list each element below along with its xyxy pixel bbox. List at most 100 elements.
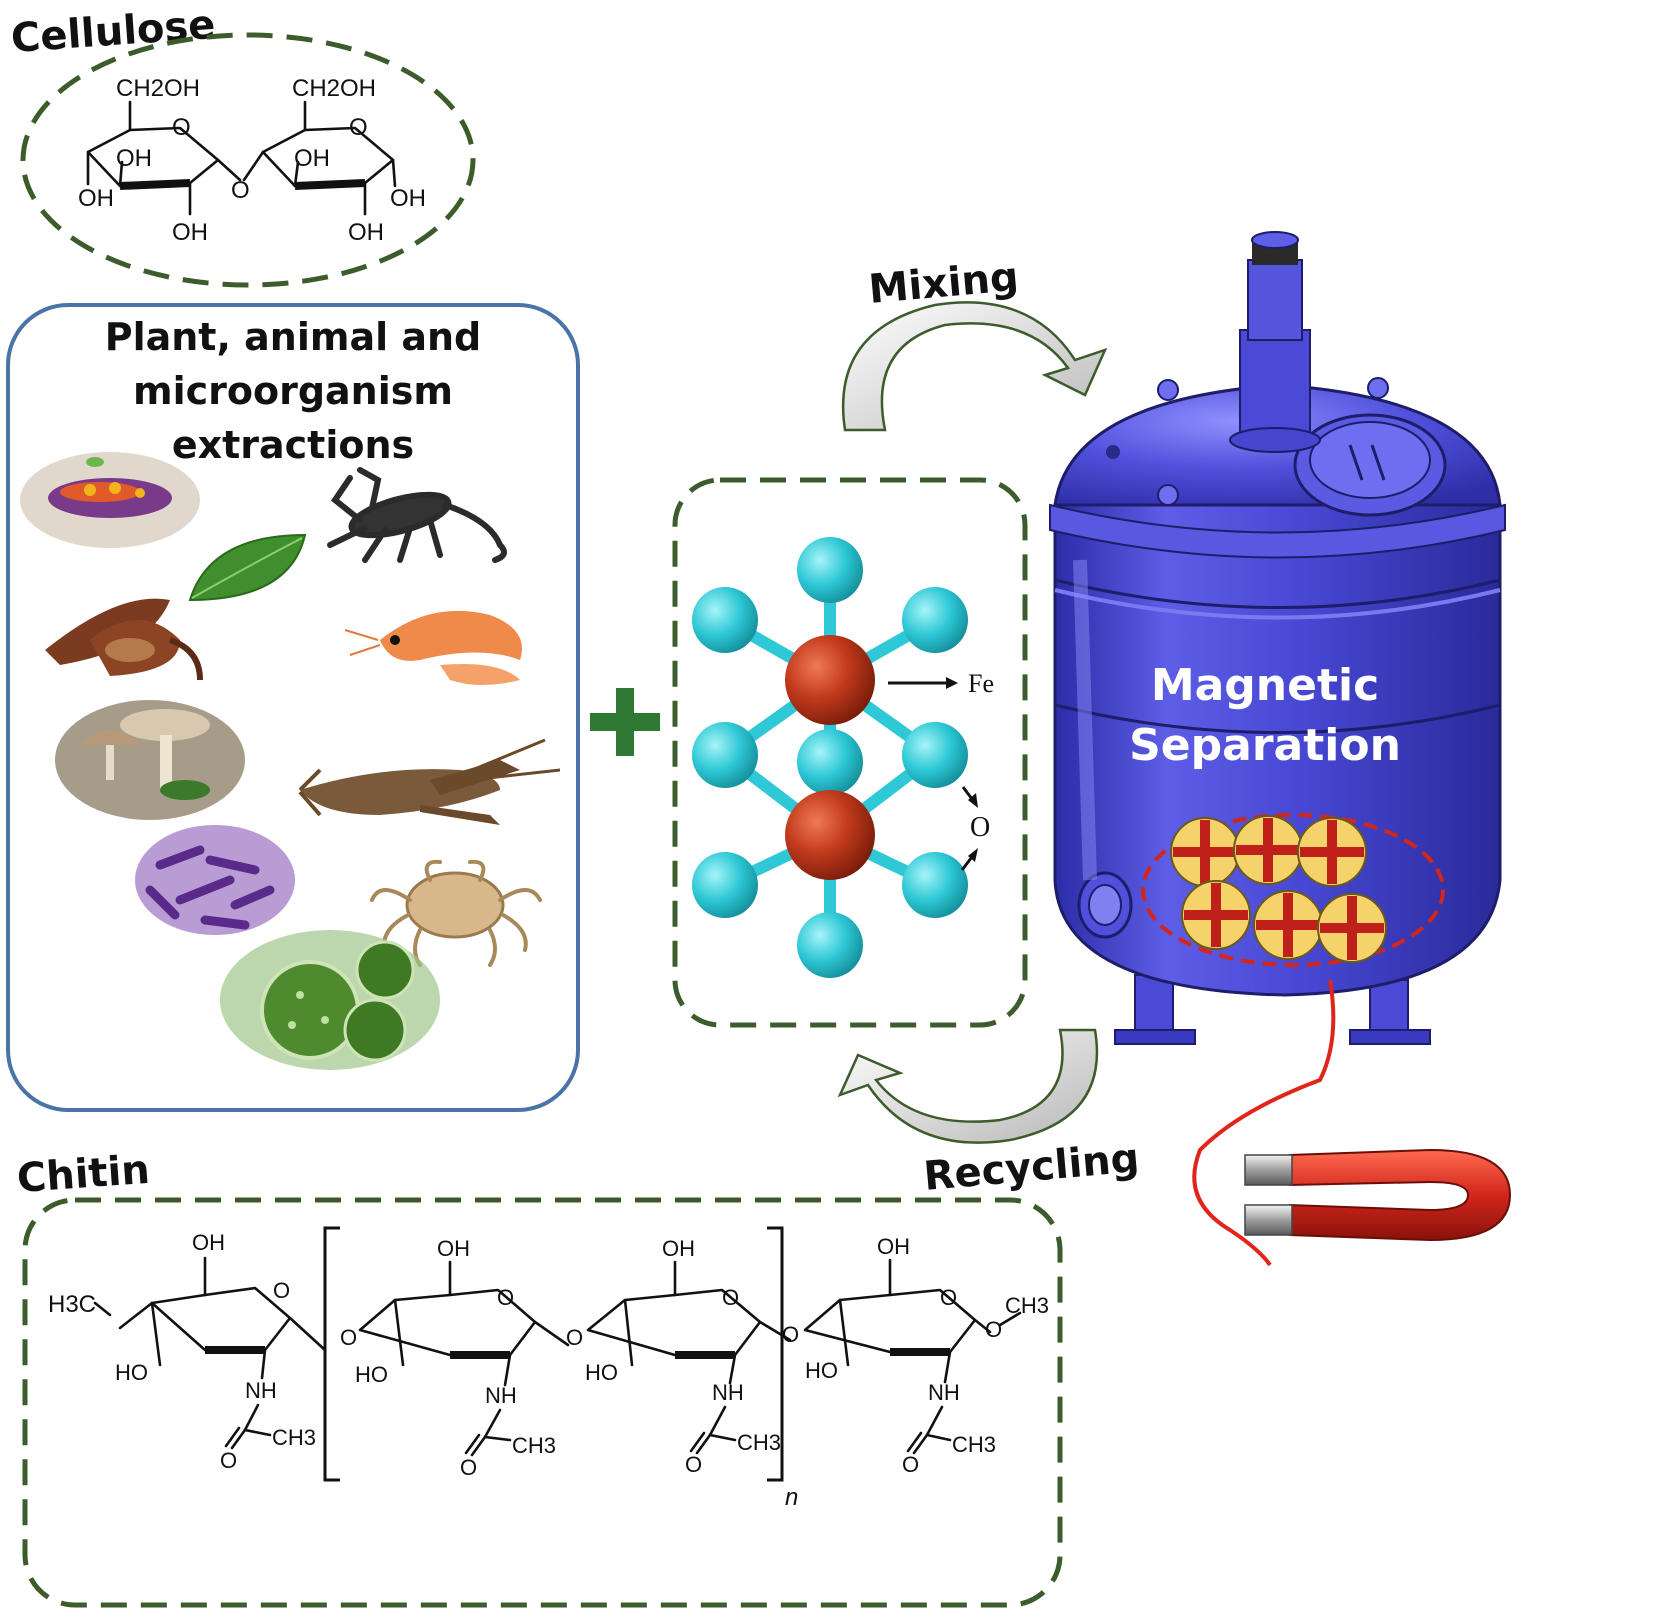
cellulose-ring-o-left: O [172,114,191,141]
oxygen-atom [902,587,968,653]
chitin-ho: HO [115,1360,148,1385]
oxygen-atom [797,912,863,978]
chitin-unit: OH O HO NH O CH3 O CH3 [803,1234,1049,1477]
bacteria-image [135,825,295,935]
cellulose-oh-right-side: OH [390,185,426,212]
mixing-arrow [841,301,1108,432]
chitin-nh: NH [712,1380,744,1405]
cellulose-ch2oh-left: CH2OH [116,75,200,102]
algae-image [220,930,440,1070]
magnet-wire [1192,979,1336,1267]
chitin-ring-o: O [497,1285,514,1310]
iron-atom [785,790,875,880]
chitin-oh: OH [192,1230,225,1255]
chitin-carbonyl-o: O [220,1448,237,1473]
cellulose-title: Cellulose [9,2,216,62]
crayfish-image [298,738,561,825]
chitin-nh: NH [485,1383,517,1408]
chitin-ring-o: O [273,1278,290,1303]
cellulose-dashed-ellipse [20,32,476,288]
iron-atom [785,635,875,725]
chitin-ch3: CH3 [952,1432,996,1457]
sources-title-line2: microorganism [133,369,453,413]
magnetic-particle-cluster [1141,813,1445,967]
chitin-carbonyl-o: O [902,1452,919,1477]
reactor-label-line2: Separation [1129,720,1401,771]
chitin-unit: OH O HO NH O CH3 [355,1236,570,1480]
chitin-linking-o: O [340,1325,357,1350]
cellulose-section: Cellulose CH2OH CH2OH O O OH OH [9,2,476,288]
particle [1317,893,1387,963]
chitin-unit: OH O HO NH O CH3 [115,1230,327,1473]
reactor-label-line1: Magnetic [1151,660,1379,711]
plus-sign [590,688,660,756]
sources-panel: Plant, animal and microorganism extracti… [6,303,580,1112]
reactor-tank [1049,231,1506,1045]
chitin-unit: OH O HO NH O CH3 [585,1236,792,1477]
chitin-dashed-box [22,1197,1063,1608]
chitin-oh: OH [662,1236,695,1261]
chitin-oh: OH [437,1236,470,1261]
particle [1181,880,1251,950]
sea-slug-image [20,452,200,548]
sources-title-line1: Plant, animal and [105,315,482,359]
chitin-section: Chitin n H3C OH O HO NH O CH3 [15,1147,1063,1608]
cellulose-oh-left-top: OH [116,145,152,172]
chitin-nh: NH [928,1380,960,1405]
oxygen-atom [797,537,863,603]
fe3o4-atoms [692,537,968,978]
particle [1233,815,1303,885]
recycling-arrow [837,1028,1099,1144]
oxygen-atom [692,852,758,918]
oxygen-atom [902,722,968,788]
chitin-ch3-end: CH3 [1005,1293,1049,1318]
chitin-ho: HO [355,1362,388,1387]
o-label: O [970,812,990,843]
oxygen-atom [692,722,758,788]
mushroom-image [55,700,245,820]
cellulose-oh-right-top: OH [294,145,330,172]
chitin-title: Chitin [15,1147,151,1202]
crab-image [370,859,542,967]
chitin-ring-o: O [940,1285,957,1310]
particle [1297,817,1367,887]
chitin-nh: NH [245,1378,277,1403]
chitin-ho: HO [805,1358,838,1383]
leaf-image [188,533,307,602]
cellulose-structure: CH2OH CH2OH O O OH OH OH O OH OH OH [78,75,426,246]
fe3o4-annotations [888,677,978,871]
particle-cluster-outline [1141,813,1445,967]
chitin-ho: HO [585,1360,618,1385]
cellulose-ch2oh-right: CH2OH [292,75,376,102]
seed-pod-image [45,598,203,681]
chitin-h3c: H3C [48,1291,96,1318]
cellulose-oh-right-bottom: OH [348,219,384,246]
cellulose-o-bridge: O [231,177,250,204]
chitin-ether-o: O [985,1317,1002,1342]
chitin-ring-o: O [722,1285,739,1310]
oxygen-atom [692,587,758,653]
chitin-carbonyl-o: O [460,1455,477,1480]
shrimp-image [344,610,522,685]
cellulose-oh-left-bottom: OH [172,219,208,246]
fe3o4-section: Fe O [672,477,1028,1028]
horseshoe-magnet-icon [1244,1148,1512,1242]
chitin-ch3: CH3 [272,1425,316,1450]
fe3o4-dashed-box [672,477,1028,1028]
chitin-linking-o: O [566,1325,583,1350]
chitin-ch3: CH3 [512,1433,556,1458]
particle [1170,817,1240,887]
chitin-ch3: CH3 [737,1430,781,1455]
oxygen-atom [797,729,863,795]
sources-title-line3: extractions [172,423,414,467]
recycling-label: Recycling [922,1135,1141,1200]
oxygen-atom [902,852,968,918]
chitin-oh: OH [877,1234,910,1259]
cellulose-oh-left-side: OH [78,185,114,212]
scorpion-image [327,467,507,563]
fe-label: Fe [968,669,994,698]
cellulose-ring-o-right: O [349,114,368,141]
chitin-linking-o: O [782,1322,799,1347]
chitin-repeat-n: n [785,1484,798,1511]
